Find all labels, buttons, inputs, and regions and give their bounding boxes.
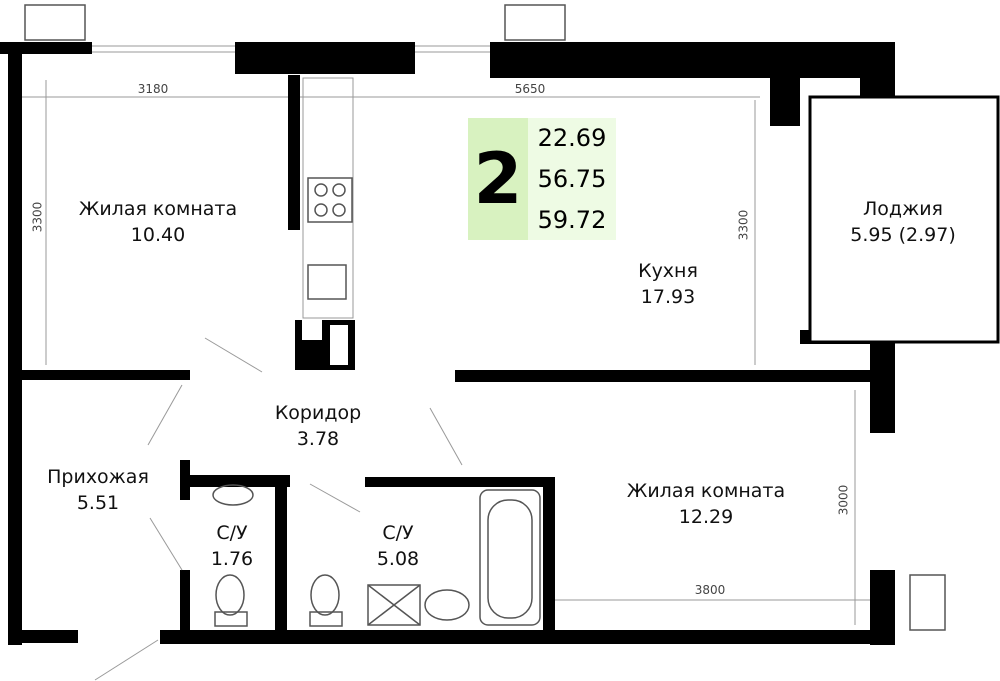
- total-with-loggia: 59.72: [537, 205, 607, 234]
- living-area: 22.69: [537, 124, 607, 153]
- room-count: 2: [468, 118, 528, 240]
- dimension-3800: 3800: [694, 583, 726, 597]
- dimension-3300-right: 3300: [736, 209, 751, 241]
- dimension-3000: 3000: [836, 484, 851, 516]
- dimension-5650: 5650: [514, 82, 546, 96]
- dimension-3180: 3180: [137, 82, 169, 96]
- apartment-badge: 2 22.69 56.75 59.72: [468, 118, 616, 240]
- total-area: 56.75: [537, 164, 607, 193]
- dimension-3300-left: 3300: [30, 201, 45, 233]
